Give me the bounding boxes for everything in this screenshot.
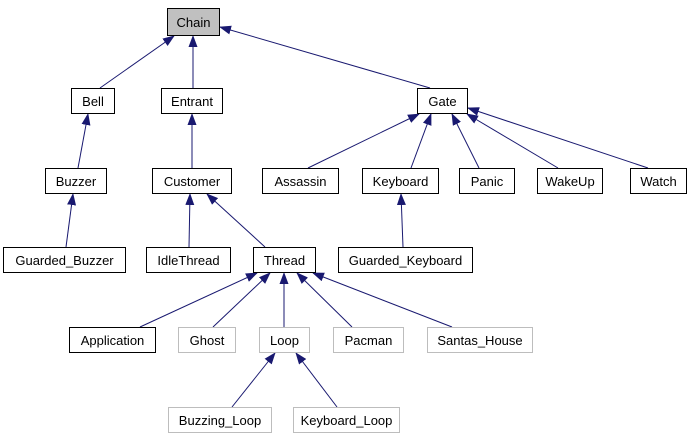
node-entrant[interactable]: Entrant <box>161 88 223 114</box>
edge-idlethread-to-customer <box>185 193 195 248</box>
node-thread[interactable]: Thread <box>253 247 316 273</box>
edge-assassin-to-gate <box>307 113 420 169</box>
edge-keyboard_loop-to-loop <box>295 352 338 408</box>
node-keyboard_loop[interactable]: Keyboard_Loop <box>293 407 400 433</box>
node-keyboard[interactable]: Keyboard <box>362 168 439 194</box>
edge-watch-to-gate <box>467 107 649 169</box>
node-assassin[interactable]: Assassin <box>262 168 339 194</box>
node-chain[interactable]: Chain <box>167 8 220 36</box>
edge-thread-to-customer <box>206 193 266 248</box>
edge-guarded_keyboard-to-keyboard <box>396 193 406 248</box>
node-buzzing_loop[interactable]: Buzzing_Loop <box>168 407 272 433</box>
edge-wakeup-to-gate <box>466 113 559 169</box>
node-guarded_buzzer[interactable]: Guarded_Buzzer <box>3 247 126 273</box>
node-loop[interactable]: Loop <box>259 327 310 353</box>
edge-gate-to-chain <box>219 25 431 89</box>
node-watch[interactable]: Watch <box>630 168 687 194</box>
node-guarded_keyboard[interactable]: Guarded_Keyboard <box>338 247 473 273</box>
edge-bell-to-chain <box>99 35 175 89</box>
edge-keyboard-to-gate <box>410 113 432 169</box>
node-idlethread[interactable]: IdleThread <box>146 247 231 273</box>
edge-santas_house-to-thread <box>312 272 453 328</box>
node-bell[interactable]: Bell <box>71 88 115 114</box>
node-ghost[interactable]: Ghost <box>178 327 236 353</box>
node-pacman[interactable]: Pacman <box>333 327 404 353</box>
edge-pacman-to-thread <box>296 272 353 328</box>
node-panic[interactable]: Panic <box>459 168 515 194</box>
edge-guarded_buzzer-to-buzzer <box>65 193 77 248</box>
edge-buzzing_loop-to-loop <box>231 352 276 408</box>
edge-ghost-to-thread <box>212 272 271 328</box>
edge-buzzer-to-bell <box>77 113 91 169</box>
edge-application-to-thread <box>139 272 258 328</box>
node-customer[interactable]: Customer <box>152 168 232 194</box>
node-gate[interactable]: Gate <box>417 88 468 114</box>
node-wakeup[interactable]: WakeUp <box>537 168 603 194</box>
node-buzzer[interactable]: Buzzer <box>45 168 107 194</box>
node-santas_house[interactable]: Santas_House <box>427 327 533 353</box>
edge-panic-to-gate <box>451 113 480 169</box>
node-application[interactable]: Application <box>69 327 156 353</box>
